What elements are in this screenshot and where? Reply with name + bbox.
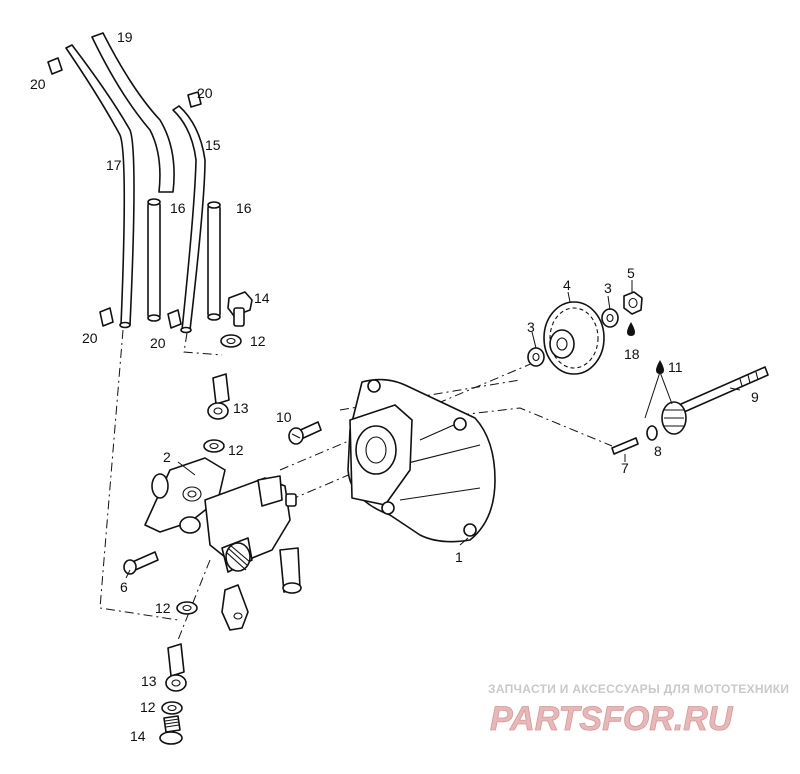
callout-18: 18 [624, 346, 640, 362]
clip-20-c [99, 307, 114, 327]
watermark: ЗАПЧАСТИ И АКСЕССУАРЫ ДЛЯ МОТОТЕХНИКИ PA… [488, 682, 789, 738]
banjo-fitting-13-top [207, 373, 230, 420]
hose-19 [91, 32, 175, 193]
screw-6 [123, 551, 159, 575]
pipe-15 [172, 105, 206, 334]
callout-20-b: 20 [197, 85, 213, 101]
washer-12-b [203, 439, 225, 453]
gear-4 [543, 301, 605, 375]
pinion-gear-11 [661, 401, 687, 435]
callout-16-b: 16 [236, 200, 252, 216]
callout-13-b: 13 [141, 673, 157, 689]
washer-12-a [220, 334, 242, 348]
callout-4: 4 [563, 277, 571, 293]
leader-lines [125, 280, 741, 579]
callout-6: 6 [120, 579, 128, 595]
callout-13-a: 13 [233, 400, 249, 416]
oil-drop-11-icon [656, 360, 664, 374]
callout-19: 19 [117, 29, 133, 45]
watermark-logo: PARTSFOR.RU [490, 700, 734, 738]
washer-3-b [601, 308, 619, 328]
callout-labels: 1 2 3 3 4 5 6 7 8 9 10 11 12 12 12 12 13… [30, 29, 759, 744]
screw-10 [288, 421, 322, 445]
callout-5: 5 [627, 265, 635, 281]
callout-10: 10 [276, 409, 292, 425]
callout-15: 15 [205, 137, 221, 153]
clip-20-d [167, 309, 182, 329]
callout-11: 11 [668, 359, 683, 375]
callout-17: 17 [106, 157, 122, 173]
pipe-17 [65, 44, 135, 329]
callout-12-c: 12 [155, 600, 171, 616]
nut-5 [623, 291, 643, 315]
hose-16-right [207, 201, 221, 321]
oil-drop-18-icon [627, 322, 635, 336]
callout-3-left: 3 [527, 319, 535, 335]
callout-7: 7 [621, 460, 629, 476]
callout-2: 2 [163, 449, 171, 465]
banjo-fitting-13-bottom [165, 643, 187, 692]
washer-12-c [176, 601, 198, 615]
clip-20-a [47, 57, 63, 75]
callout-20-c: 20 [82, 330, 98, 346]
oil-pump-2 [144, 457, 302, 631]
hose-16-left [147, 198, 161, 322]
callout-9: 9 [751, 389, 759, 405]
callout-16-a: 16 [170, 200, 186, 216]
banjo-bolt-14-bottom [159, 715, 183, 745]
callout-12-a: 12 [250, 333, 266, 349]
callout-12-b: 12 [228, 442, 244, 458]
watermark-tagline: ЗАПЧАСТИ И АКСЕССУАРЫ ДЛЯ МОТОТЕХНИКИ [488, 682, 789, 696]
callout-14-b: 14 [130, 728, 146, 744]
callout-20-a: 20 [30, 76, 46, 92]
callout-8: 8 [654, 443, 662, 459]
washer-3-a [527, 347, 545, 367]
callout-1: 1 [455, 549, 463, 565]
callout-14-a: 14 [254, 290, 270, 306]
clip-20-b [187, 91, 202, 108]
callout-3-right: 3 [604, 280, 612, 296]
housing-cover-1 [347, 378, 496, 543]
washer-8 [646, 425, 658, 441]
pin-7 [611, 437, 639, 455]
callout-12-d: 12 [140, 699, 156, 715]
washer-12-d [161, 701, 183, 715]
banjo-bolt-14-top [227, 291, 253, 327]
callout-20-d: 20 [150, 335, 166, 351]
